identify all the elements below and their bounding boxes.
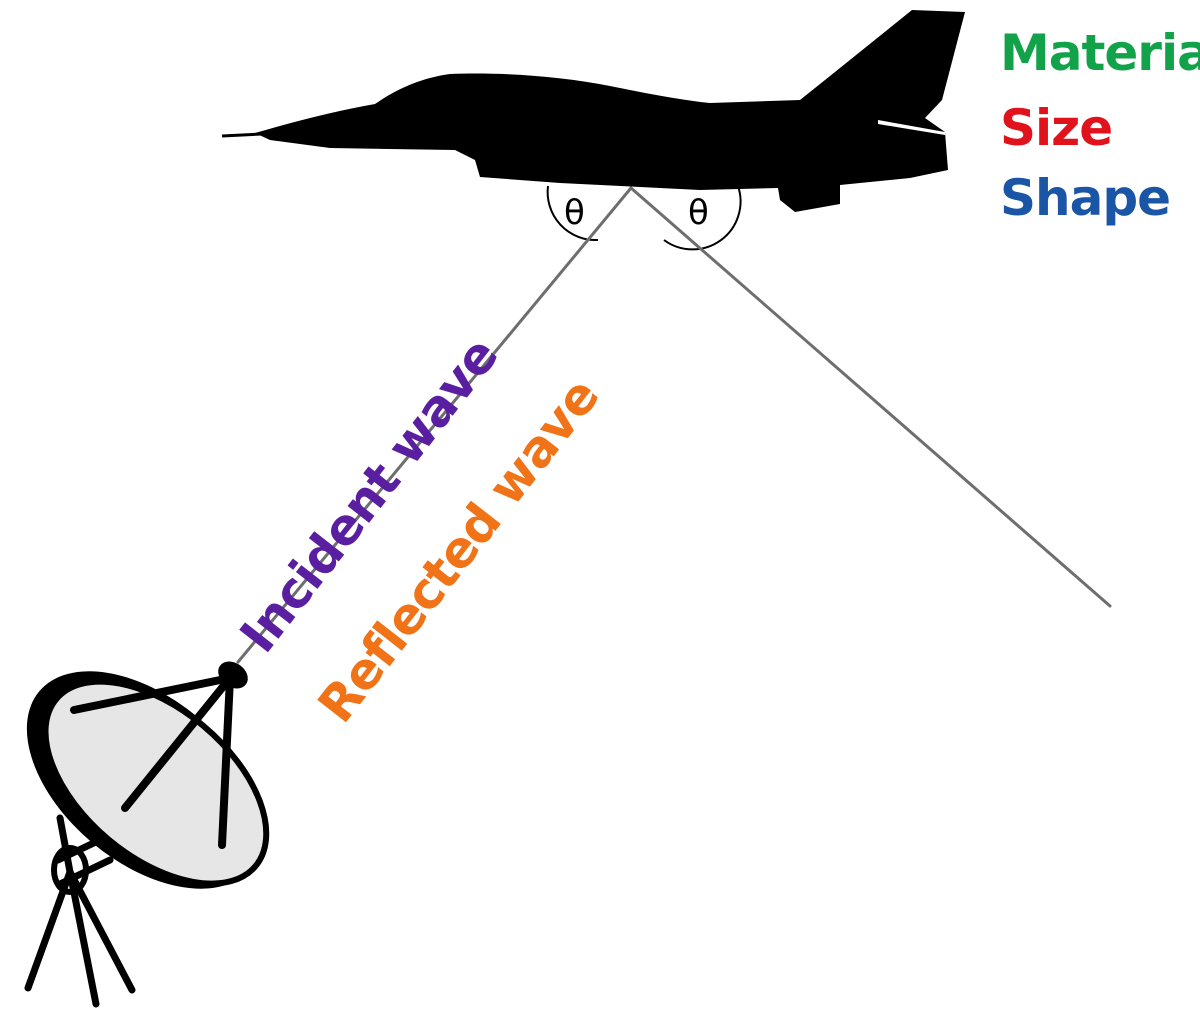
size-label: Size xyxy=(1000,99,1113,157)
incident-ray xyxy=(236,186,633,664)
radar-dish-icon xyxy=(24,661,270,1008)
wave-rays xyxy=(236,186,1112,664)
right-angle-label: θ xyxy=(688,193,709,233)
right-angle-arc xyxy=(663,185,742,251)
material-label: Material xyxy=(1000,24,1200,82)
left-angle-label: θ xyxy=(564,193,585,233)
shape-label: Shape xyxy=(1000,169,1171,227)
reflected-ray xyxy=(629,186,1112,608)
fighter-jet-icon xyxy=(221,10,965,212)
